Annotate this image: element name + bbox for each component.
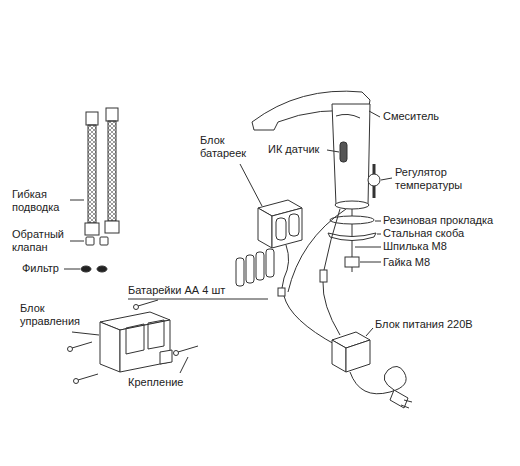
mounting-screw xyxy=(174,351,179,356)
power-block xyxy=(332,332,412,408)
faucet-body xyxy=(336,114,360,118)
mounting-stud xyxy=(328,209,376,272)
leader-line xyxy=(355,247,381,248)
part-label: Резиновая прокладка xyxy=(383,214,493,227)
mounting-screw xyxy=(68,347,73,352)
leader-line xyxy=(381,178,392,180)
mounting-screw xyxy=(68,300,199,384)
flexible-hose xyxy=(105,221,119,233)
aa-batteries xyxy=(236,258,244,286)
check-valve xyxy=(100,237,108,245)
leader-line xyxy=(375,221,381,222)
control-block xyxy=(126,324,144,354)
battery-block xyxy=(258,200,302,296)
check-valve xyxy=(86,237,94,245)
mounting-screw xyxy=(138,300,158,306)
leader-line xyxy=(180,357,188,373)
aa-batteries xyxy=(266,249,274,277)
flexible-hose xyxy=(108,121,116,221)
cable xyxy=(324,209,340,270)
leader-line xyxy=(70,200,84,201)
part-label: Фильтр xyxy=(22,262,59,275)
cable xyxy=(284,209,346,345)
cable xyxy=(320,270,327,282)
flexible-hose xyxy=(106,108,118,121)
aa-batteries xyxy=(256,252,264,280)
part-label: Обратный клапан xyxy=(12,228,74,254)
filter-disc xyxy=(97,266,107,272)
battery-block xyxy=(276,218,286,240)
part-label: Шпилька М8 xyxy=(383,240,447,253)
leader-line xyxy=(369,111,380,117)
part-label: Смеситель xyxy=(383,110,439,123)
power-block xyxy=(401,400,412,408)
leader-line xyxy=(70,241,84,242)
mounting-screw xyxy=(72,342,92,348)
leader-line xyxy=(64,111,392,373)
power-block xyxy=(350,366,406,393)
mounting-screw xyxy=(74,379,79,384)
battery-block xyxy=(258,208,272,248)
aa-batteries xyxy=(236,249,274,286)
cable xyxy=(284,296,336,345)
leader-line xyxy=(64,269,80,270)
part-label: Регулятор температуры xyxy=(395,166,475,192)
mounting-stud xyxy=(328,233,376,241)
part-label: Батарейки АА 4 шт xyxy=(128,284,225,297)
battery-block xyxy=(289,214,299,236)
check-valve xyxy=(86,237,108,245)
control-block xyxy=(148,320,164,349)
faucet-body xyxy=(332,104,370,205)
leader-line xyxy=(327,150,339,152)
flexible-hose xyxy=(88,125,96,223)
control-block xyxy=(160,350,172,364)
cable xyxy=(288,209,346,292)
part-label: Гибкая подводка xyxy=(12,188,72,214)
leader-line xyxy=(366,328,373,336)
faucet-body xyxy=(252,91,370,209)
leader-line xyxy=(377,234,381,235)
filter-disc xyxy=(81,266,107,272)
power-block xyxy=(390,390,408,408)
part-label: Крепление xyxy=(128,376,183,389)
ir-sensor xyxy=(340,142,347,162)
power-block xyxy=(346,340,370,372)
power-block xyxy=(332,340,346,372)
temperature-knob xyxy=(368,174,380,186)
flexible-hose xyxy=(86,112,98,125)
control-block xyxy=(100,322,120,372)
part-label: Блок батареек xyxy=(200,134,256,160)
leader-line xyxy=(128,299,268,300)
part-label: Блок управления xyxy=(20,302,92,328)
part-label: Гайка М8 xyxy=(383,256,430,269)
part-label: ИК датчик xyxy=(268,143,319,156)
mounting-stud xyxy=(345,257,359,267)
ir-sensor xyxy=(340,142,347,162)
leader-line xyxy=(360,262,381,263)
flexible-hose xyxy=(85,108,119,235)
temperature-knob xyxy=(368,164,380,198)
illustration xyxy=(64,91,412,408)
part-label: Стальная скоба xyxy=(383,227,464,240)
leader-line xyxy=(240,164,262,206)
flexible-hose xyxy=(85,223,99,235)
mounting-screw xyxy=(134,305,139,310)
part-label: Блок питания 220В xyxy=(375,318,473,331)
battery-block xyxy=(278,288,285,296)
faucet-body xyxy=(335,201,369,209)
aa-batteries xyxy=(246,255,254,283)
control-block xyxy=(120,320,170,372)
mounting-screw xyxy=(78,374,98,380)
leader-line xyxy=(72,332,99,335)
battery-block xyxy=(272,208,302,248)
filter-disc xyxy=(81,266,91,272)
battery-block xyxy=(282,245,289,288)
mounting-screw xyxy=(178,346,198,352)
control-block xyxy=(100,312,172,372)
cable xyxy=(323,282,340,335)
